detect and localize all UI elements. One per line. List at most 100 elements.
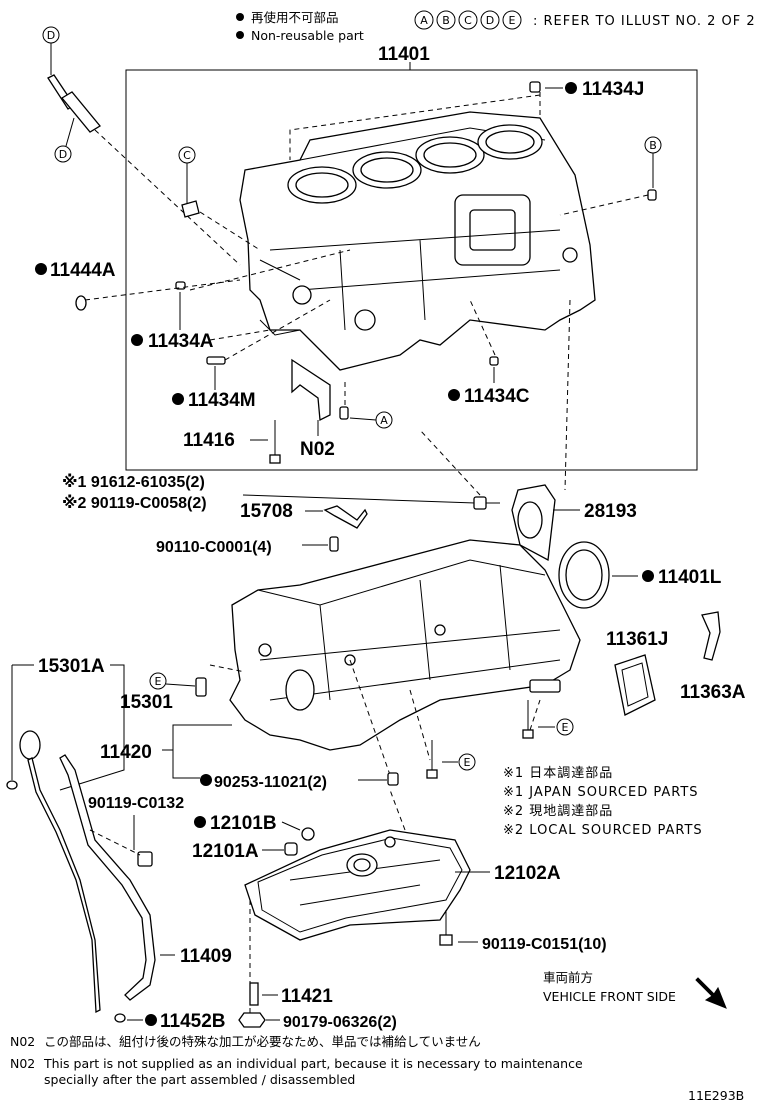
sourcing-2-ja: ※2 現地調達部品 [503,804,613,819]
illustration-code: 11E293B [688,1088,744,1103]
label-11401l: 11401L [658,567,722,588]
label-11444a: 11444A [50,260,116,281]
label-28193: 28193 [584,501,637,522]
label-11401: 11401 [378,44,430,65]
label-15301: 15301 [120,692,173,713]
label-11434m: 11434M [188,390,256,411]
refer-circle-b: B [436,10,456,30]
cover-11361j [614,654,656,716]
label-15708: 15708 [240,501,293,522]
pin-11434j [529,81,541,93]
bearing-cap-n02 [291,358,331,422]
callout-e-left: E [149,672,196,690]
front-arrow-icon [695,977,727,1009]
refer-legend: A B C D E : REFER TO ILLUST NO. 2 OF 2 [414,10,756,30]
label-11361j: 11361J [606,629,668,650]
label-90119-c0058: ※2 90119-C0058(2) [62,494,207,512]
oil-seal-11401l [558,541,610,609]
label-90119-c0132: 90119-C0132 [88,795,184,812]
crankcase-11420 [229,539,581,751]
oil-pan-12102a [244,829,471,941]
plate-11363a [701,611,721,661]
label-11434c: 11434C [464,386,530,407]
seal-11444a [75,295,87,311]
label-11434a: 11434A [148,331,214,352]
svg-text:C: C [183,149,191,162]
callout-d-top: D [42,26,60,75]
bolt-e-right [522,700,534,739]
sensor-15708 [323,505,368,529]
refer-circle-c: C [458,10,478,30]
footer-n02-ja-code: N02 [10,1034,35,1049]
label-90253: 90253-11021(2) [214,774,327,791]
label-90179: 90179-06326(2) [283,1014,397,1031]
bolt-91612 [473,496,500,510]
bolt-90119-c0132 [137,851,153,867]
label-11363a: 11363A [680,682,746,703]
footer-notes: N02 この部品は、組付け後の特殊な加工が必要なため、単品では補給していません … [10,1034,744,1103]
nut-90179 [238,1012,266,1028]
refer-circle-d: D [480,10,500,30]
cylinder-block [239,111,596,371]
bolt-90119-c0151 [439,910,453,946]
sourcing-notes: ※1 日本調達部品 ※1 JAPAN SOURCED PARTS ※2 現地調達… [503,766,703,838]
footer-n02-en-code: N02 [10,1056,35,1071]
label-12101b: 12101B [210,813,277,834]
label-90110: 90110-C0001(4) [156,539,272,556]
refer-letter: C [464,14,472,27]
bolt-e-left [195,677,207,697]
refer-letter: D [486,14,494,27]
svg-text:E: E [155,675,162,688]
callout-a: A [349,411,393,429]
pin-b [647,189,657,201]
bolt-e-mid [426,740,438,779]
label-15301a: 15301A [38,656,105,677]
callout-e-mid: E [458,753,476,771]
svg-text:B: B [649,139,657,152]
refer-text: : REFER TO ILLUST NO. 2 OF 2 [533,14,756,29]
svg-text:D: D [47,29,55,42]
label-11434j: 11434J [582,79,644,100]
label-11416: 11416 [183,430,235,451]
label-90119-c0151: 90119-C0151(10) [482,936,607,953]
label-12101a: 12101A [192,841,259,862]
dipstick-15301 [19,730,101,1014]
refer-letter: A [420,14,428,27]
sourcing-1-ja: ※1 日本調達部品 [503,766,613,781]
svg-text:E: E [562,721,569,734]
non-reusable-dot-icon [236,13,244,21]
svg-text:A: A [380,414,388,427]
footer-n02-ja: この部品は、組付け後の特殊な加工が必要なため、単品では補給していません [44,1034,481,1049]
header-legend: 再使用不可部品 Non-reusable part [236,10,364,43]
bolt-11416 [269,420,281,464]
refer-letter: B [442,14,450,27]
direction-ja: 車両前方 [543,970,593,985]
footer-n02-en-1: This part is not supplied as an individu… [43,1056,583,1071]
footer-n02-en-2: specially after the part assembled / dis… [44,1072,355,1087]
legend-ja: 再使用不可部品 [251,10,339,25]
direction-en: VEHICLE FRONT SIDE [543,989,676,1004]
callout-e-right: E [556,718,574,736]
label-12102a: 12102A [494,863,561,884]
label-11420: 11420 [100,742,152,763]
callout-b: B [644,136,662,188]
label-n02: N02 [300,439,335,460]
refer-letter: E [509,14,516,27]
svg-text:E: E [464,756,471,769]
label-91612: ※1 91612-61035(2) [62,473,205,491]
sourcing-1-en: ※1 JAPAN SOURCED PARTS [503,785,699,800]
refer-circle-a: A [414,10,434,30]
legend-en: Non-reusable part [251,28,364,43]
label-11409: 11409 [180,946,232,967]
stud-11421 [249,982,259,1006]
callout-c: C [178,146,196,203]
vehicle-front-direction: 車両前方 VEHICLE FRONT SIDE [543,970,727,1009]
guide-11409 [59,754,156,1001]
non-reusable-dot-icon [236,31,244,39]
oil-jet-d [47,74,101,133]
sourcing-2-en: ※2 LOCAL SOURCED PARTS [503,823,703,838]
cylinder-block-frame [125,69,698,471]
label-11452b: 11452B [160,1011,226,1032]
callout-d-bottom: D [54,117,75,163]
